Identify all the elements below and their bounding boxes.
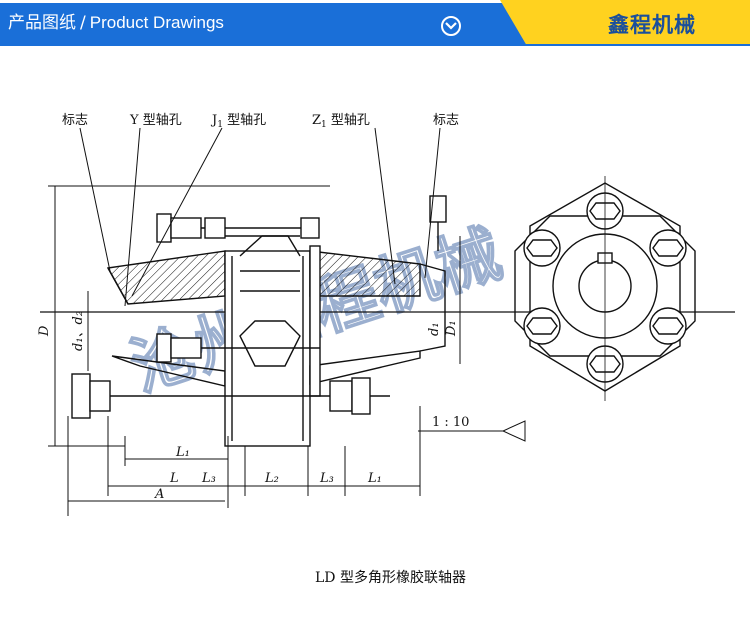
end-view [514, 176, 696, 401]
leader-lines [79, 127, 441, 307]
label-L3-left: L₃ [201, 471, 216, 486]
drawing-labels: 标志 Y 型轴孔 J1 型轴孔 Z1 型轴孔 标志 D d₁、d₂ d₁ D₁ … [37, 113, 469, 502]
header-title: 产品图纸/Product Drawings [8, 11, 224, 35]
label-A: A [154, 487, 164, 502]
coupling-drawing: 沧州鑫程机械 [37, 113, 735, 516]
side-section-view [71, 195, 447, 447]
label-L1-right: L₁ [367, 471, 382, 486]
label-D: D [37, 325, 52, 337]
label-L1-top: L₁ [175, 445, 190, 460]
label-L3-right: L₃ [319, 471, 334, 486]
header-title-cn: 产品图纸 [8, 13, 76, 33]
header-title-separator: / [80, 13, 86, 33]
label-j1-bore: J1 型轴孔 [210, 113, 266, 130]
label-d1-right: d₁ [427, 322, 442, 336]
brand-name: 鑫程机械 [608, 13, 696, 37]
drawing-caption: LD 型多角形橡胶联轴器 [315, 570, 466, 586]
label-y-bore: Y 型轴孔 [129, 113, 182, 128]
label-L: L [169, 471, 179, 486]
page-header: 产品图纸/Product Drawings 鑫程机械 [0, 0, 750, 46]
label-mark-right: 标志 [433, 113, 459, 128]
header-title-en: Product Drawings [89, 13, 224, 32]
chevron-down-icon[interactable] [441, 16, 461, 36]
label-ratio: 1 : 10 [432, 415, 469, 430]
label-D1: D₁ [444, 320, 459, 337]
header-banner [0, 0, 750, 46]
label-z1-bore: Z1 型轴孔 [312, 113, 370, 130]
label-mark-left: 标志 [62, 113, 88, 128]
label-d1d2: d₁、d₂ [71, 311, 86, 351]
dimension-lines [48, 185, 526, 516]
label-L2: L₂ [264, 471, 279, 486]
